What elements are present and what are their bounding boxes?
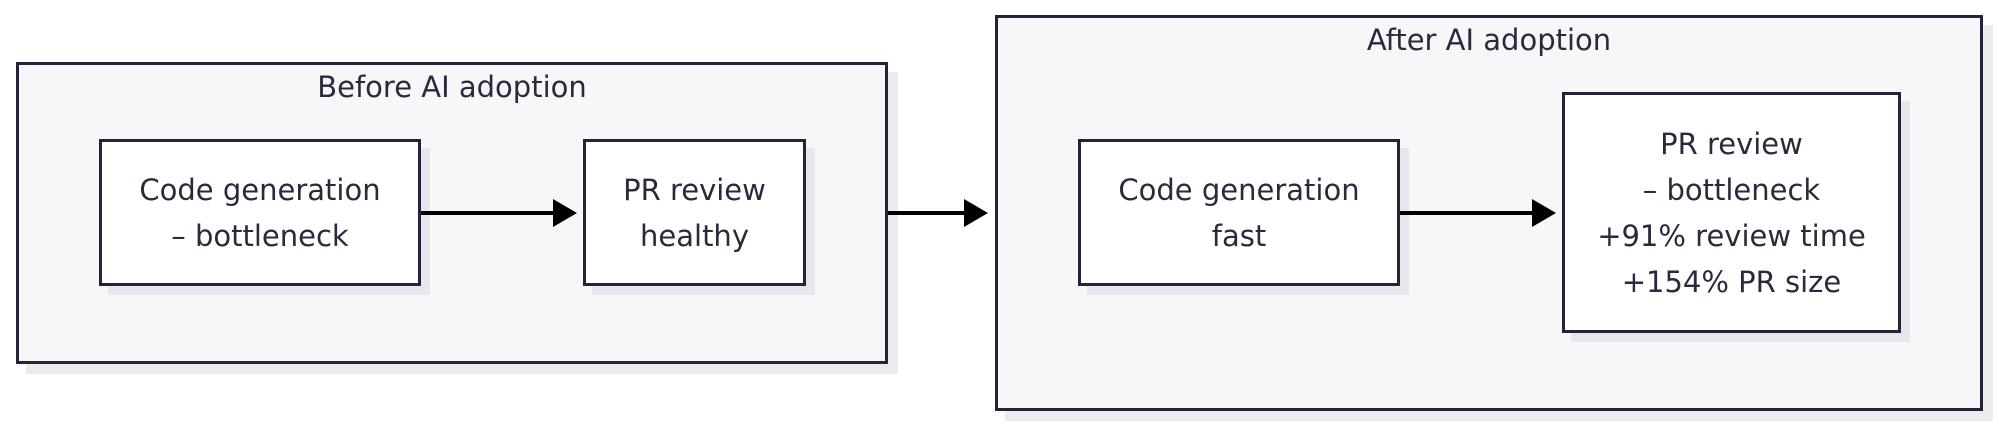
- before-code-generation-line-1: Code generation: [139, 172, 381, 207]
- before-code-generation-line-2: – bottleneck: [171, 218, 349, 253]
- after-pr-review-line-4: +154% PR size: [1621, 264, 1842, 299]
- arrow-before-to-after: [888, 199, 988, 227]
- before-pr-review-line-2: healthy: [640, 218, 749, 253]
- before-ai-group-title: Before AI adoption: [317, 70, 587, 104]
- after-pr-review-line-2: – bottleneck: [1642, 172, 1821, 207]
- after-ai-group-title: After AI adoption: [1366, 23, 1612, 57]
- before-pr-review-node: PR review healthy: [583, 139, 806, 286]
- after-code-generation-line-2: fast: [1211, 218, 1267, 253]
- after-code-generation-node: Code generation fast: [1078, 139, 1400, 286]
- after-pr-review-node: PR review – bottleneck +91% review time …: [1562, 92, 1901, 333]
- after-code-generation-line-1: Code generation: [1118, 172, 1360, 207]
- before-pr-review-line-1: PR review: [623, 172, 766, 207]
- after-pr-review-line-3: +91% review time: [1597, 218, 1866, 253]
- before-code-generation-node: Code generation – bottleneck: [99, 139, 421, 286]
- after-pr-review-line-1: PR review: [1660, 126, 1803, 161]
